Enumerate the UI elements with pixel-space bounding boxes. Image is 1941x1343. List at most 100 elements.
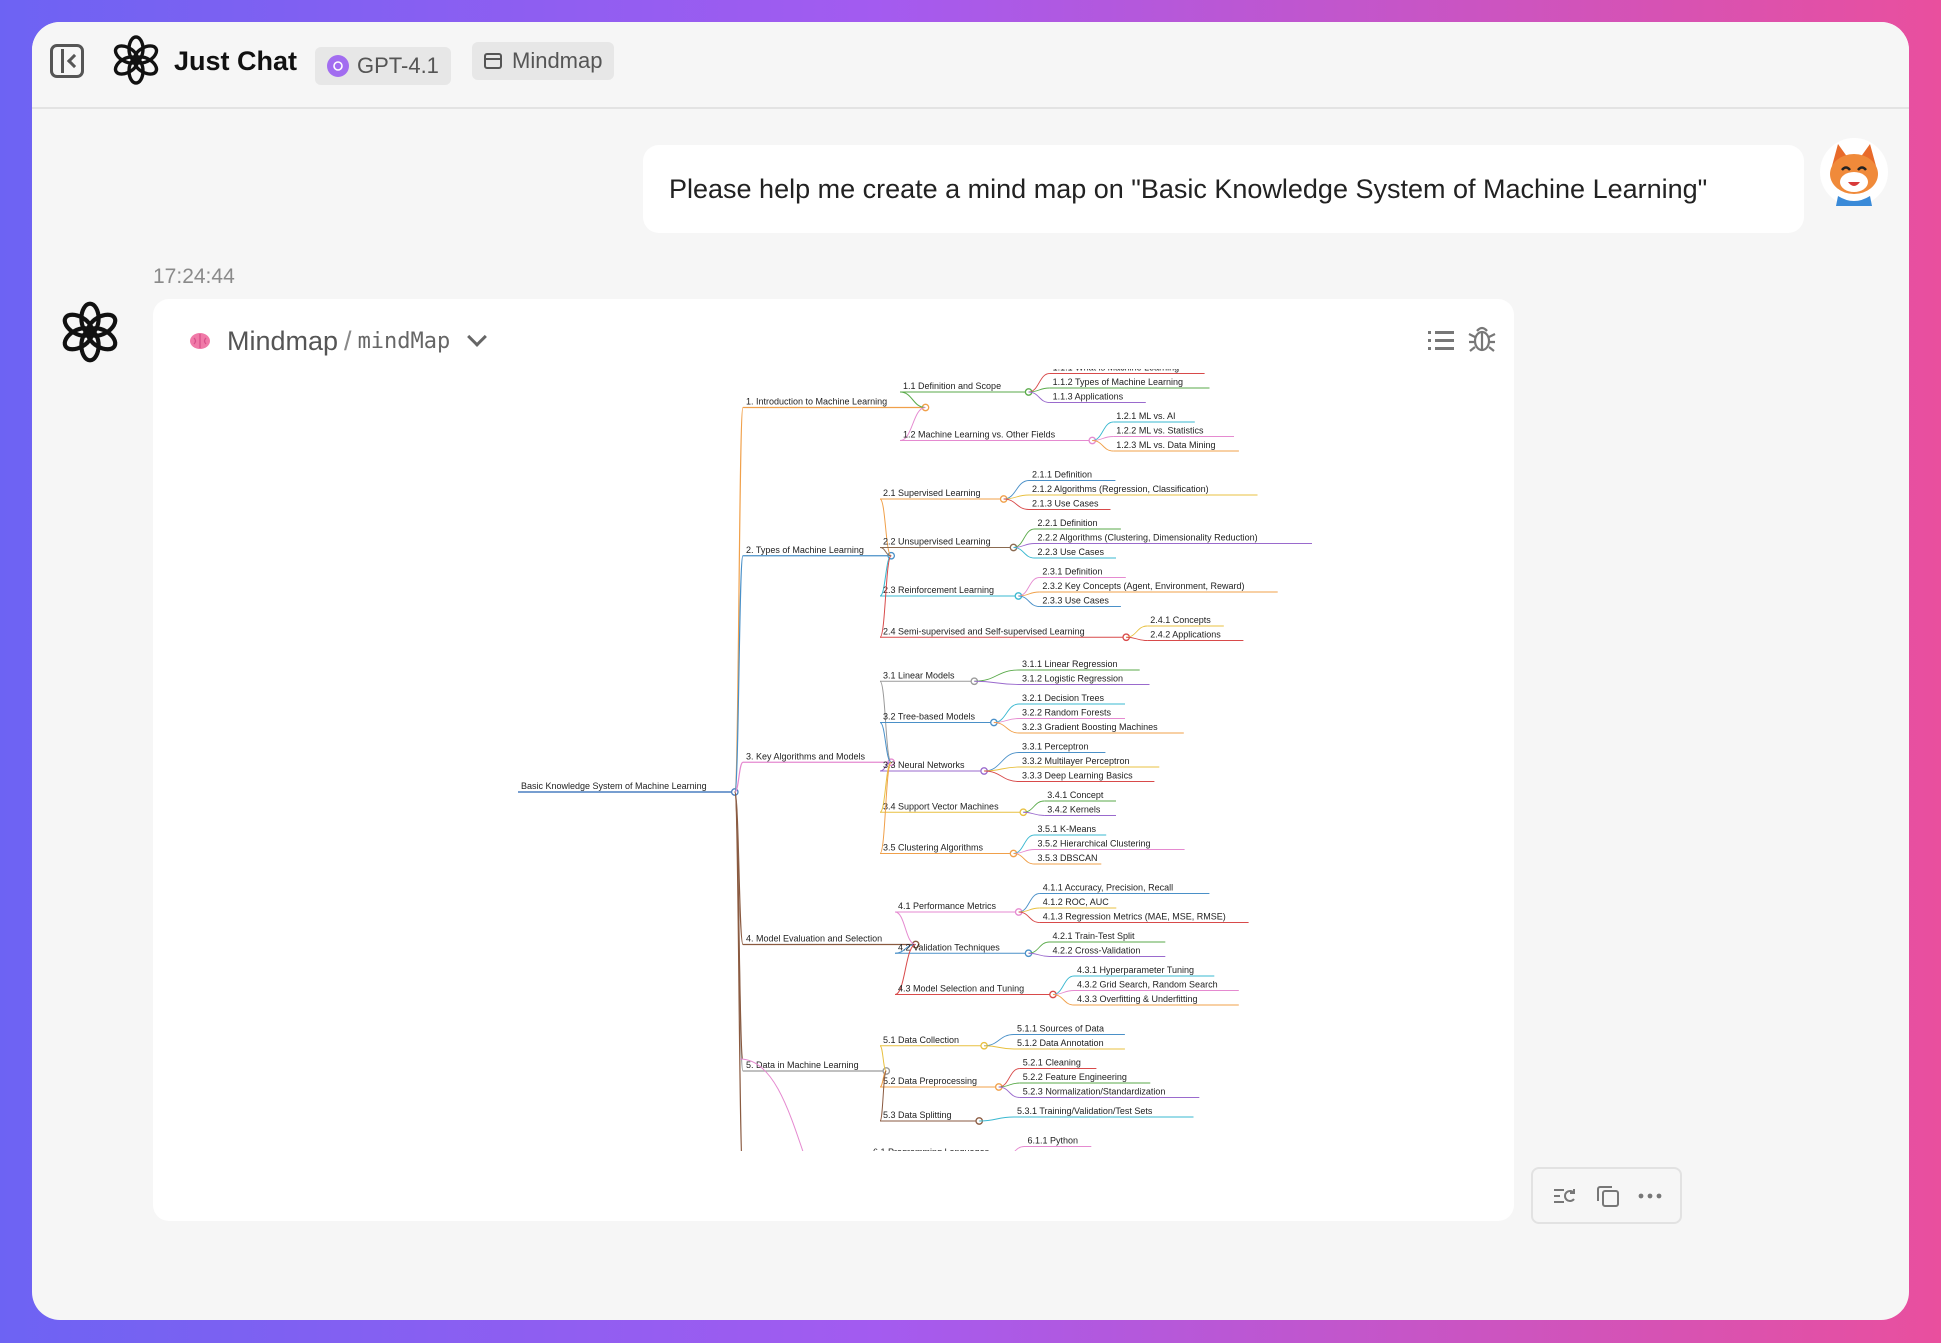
mindmap-subbranch-label: 3.5 Clustering Algorithms [883,843,984,853]
card-separator: / [344,325,352,356]
mindmap-leaf-label: 4.1.3 Regression Metrics (MAE, MSE, RMSE… [1043,912,1226,922]
sidebar-panel-icon[interactable] [50,44,84,78]
mindmap-edge-leaf [984,766,1020,772]
mindmap-leaf-label: 2.4.1 Concepts [1150,615,1211,625]
mindmap-leaf-label: 5.2.2 Feature Engineering [1023,1072,1127,1082]
more-icon[interactable] [1638,1192,1662,1200]
mindmap-edge-leaf [993,722,1020,734]
mindmap-edge-leaf [1018,577,1040,597]
mindmap-subbranch-label: 6.2 Libraries and Frameworks [873,1188,993,1198]
mindmap-edge-leaf [974,669,1020,682]
mindmap-edge-leaf [974,680,1020,685]
mindmap-edge-subbranch [739,1058,804,1151]
mindmap-edge-subbranch [867,1158,870,1174]
mindmap-subbranch-label: 6.1 Programming Languages [873,1147,990,1157]
mindmap-edge-leaf [1023,811,1045,816]
mindmap-leaf-label: 3.5.3 DBSCAN [1038,853,1098,863]
mindmap-edge-subbranch [879,680,892,763]
mindmap-edge-leaf [1013,547,1035,559]
chevron-down-icon[interactable] [467,327,488,347]
regenerate-icon[interactable] [1552,1185,1578,1207]
mindmap-leaf-label: 3.2.3 Gradient Boosting Machines [1022,722,1158,732]
mindmap-edge-leaf [1018,595,1040,607]
brain-icon [190,333,210,349]
mindmap-leaf-label: 3.1.2 Logistic Regression [1022,674,1123,684]
message-actions [1531,1167,1682,1224]
message-timestamp: 17:24:44 [153,265,235,288]
calendar-icon [484,53,502,69]
mindmap-leaf-label: 4.2.2 Cross-Validation [1053,946,1141,956]
mindmap-subbranch-label: 5.2 Data Preprocessing [883,1076,977,1086]
mindmap-edge-leaf [1018,1181,1039,1200]
mindmap-leaf-label: 6.1.1 Python [1028,1136,1079,1146]
mindmap-leaf-label: 2.3.1 Definition [1042,567,1102,577]
mindmap-edge-leaf [1018,1199,1039,1210]
mindmap-branch-label: 2. Types of Machine Learning [746,545,864,555]
copy-icon[interactable] [1595,1183,1621,1209]
mindmap-edge-leaf [993,703,1020,723]
mindmap-leaf-label: 3.5.2 Hierarchical Clustering [1038,839,1151,849]
mindmap-subbranch-label: 2.3 Reinforcement Learning [883,585,994,595]
mindmap-leaf-label: 5.3.1 Training/Validation/Test Sets [1017,1106,1153,1116]
bug-icon[interactable] [1468,323,1496,353]
mindmap-edge-leaf [1014,1146,1025,1151]
mindmap-subbranch-label: 5.1 Data Collection [883,1035,959,1045]
mindmap-edge-branch [734,791,744,1060]
mindmap-subbranch-label: 3.1 Linear Models [883,670,955,680]
mindmap-leaf-label: 6.2.1 Scikit-learn [1042,1170,1109,1180]
mindmap-leaf-label: 3.5.1 K-Means [1038,824,1097,834]
mindmap-subbranch-label: 2.4 Semi-supervised and Self-supervised … [883,626,1085,636]
mindmap-edge-leaf [984,1034,1015,1047]
card-header: Mindmap / mindMap [189,321,488,361]
mindmap-edge-leaf [1028,373,1050,393]
mindmap-edge-subbranch [899,407,926,441]
mindmap-subbranch-handle [1015,1196,1021,1202]
mindmap-edge-branch [734,555,744,793]
mindmap-edge-leaf [1013,528,1035,548]
mindmap-edge-leaf [993,718,1020,723]
assistant-avatar [62,301,118,363]
mindmap-leaf-label: 4.1.2 ROC, AUC [1043,897,1110,907]
list-icon[interactable] [1428,329,1454,351]
mindmap-leaf-label: 2.4.2 Applications [1150,630,1221,640]
mindmap-subbranch-handle [1000,1155,1006,1161]
model-chip-label: GPT-4.1 [357,53,439,78]
model-chip[interactable]: GPT-4.1 [315,47,451,85]
mindmap-edge-leaf [1003,494,1030,500]
mindmap-branch-label: 6. Tools and Frameworks [746,1162,847,1172]
mindmap-leaf-label: 6.1.2 R [1028,1150,1058,1160]
plugin-chip[interactable]: Mindmap [472,42,615,80]
mindmap-subbranch-label: 3.2 Tree-based Models [883,712,976,722]
openai-logo-small [327,55,349,77]
app-title: Just Chat [174,46,298,76]
mindmap-leaf-label: 3.3.3 Deep Learning Basics [1022,771,1133,781]
mindmap-edge-subbranch [879,498,892,557]
mindmap-subbranch-label: 4.1 Performance Metrics [898,901,997,911]
mindmap-branch-label: 5. Data in Machine Learning [746,1060,859,1070]
mindmap-edge-leaf [1013,834,1035,854]
mindmap-edge-subbranch [867,1173,870,1199]
mindmap-subbranch-label: 4.3 Model Selection and Tuning [898,984,1024,994]
mindmap-edge-subbranch [899,391,926,408]
mindmap-leaf-label: 1.2.1 ML vs. AI [1116,411,1175,421]
top-bar: Just Chat GPT-4.1 Mindmap [32,22,1909,109]
mindmap-leaf-label: 1.1.2 Types of Machine Learning [1053,377,1183,387]
mindmap-subbranch-label: 4.2 Validation Techniques [898,942,1000,952]
user-avatar[interactable] [1818,136,1890,208]
mindmap-leaf-label: 1.2.2 ML vs. Statistics [1116,426,1204,436]
mindmap-leaf-label: 4.2.1 Train-Test Split [1053,931,1136,941]
mindmap-edge-leaf [1013,853,1035,865]
mindmap-edge-leaf [1092,421,1114,441]
mindmap-edge-branch [734,406,744,793]
mindmap-edge-branch [734,761,744,793]
mindmap-branch-label: 1. Introduction to Machine Learning [746,397,887,407]
mindmap-edge-leaf [1018,911,1040,923]
mindmap-edge-leaf [1003,498,1030,510]
mindmap-canvas[interactable]: Basic Knowledge System of Machine Learni… [153,369,1514,1221]
mindmap-edge-subbranch [879,1070,887,1122]
mindmap-subbranch-label: 3.3 Neural Networks [883,760,965,770]
mindmap-edge-leaf [998,1086,1020,1098]
mindmap-leaf-label: 5.2.1 Cleaning [1023,1058,1081,1068]
mindmap-edge-leaf [1126,636,1148,641]
mindmap-edge-leaf [1052,994,1075,1006]
